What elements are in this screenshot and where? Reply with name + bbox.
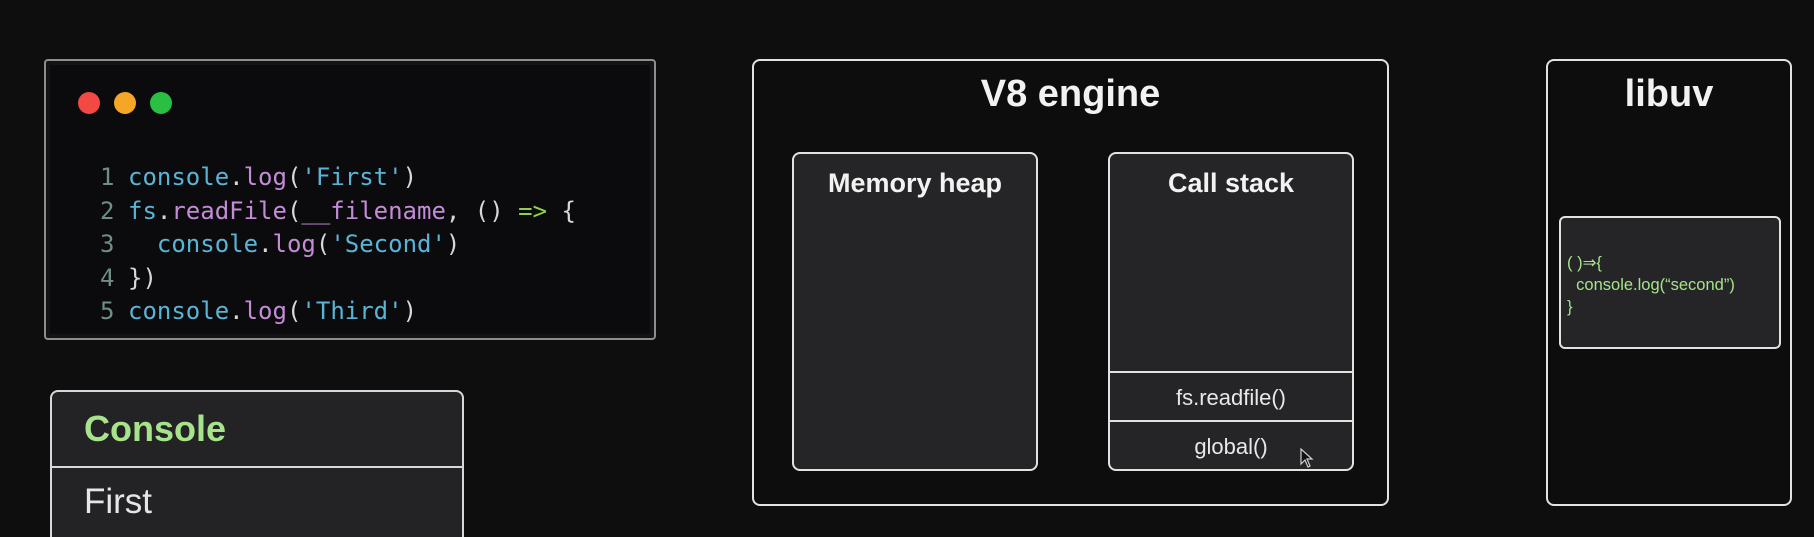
- code-token: ): [445, 230, 461, 258]
- mouse-pointer-icon: [1300, 448, 1314, 468]
- code-token: fs: [128, 196, 157, 225]
- code-line: 4}): [100, 262, 576, 296]
- line-number: 1: [100, 163, 115, 191]
- code-token: __filename: [301, 196, 446, 225]
- code-token: , (): [445, 196, 519, 225]
- call-stack-frames: fs.readfile() global(): [1110, 371, 1352, 469]
- line-number: 2: [100, 196, 115, 225]
- callback-box: ( )⇒{ console.log(“second”) }: [1559, 216, 1781, 349]
- code-token: .: [156, 196, 172, 225]
- call-stack-frame-container: global(): [1110, 420, 1352, 469]
- call-stack-frame: fs.readfile(): [1110, 371, 1352, 420]
- call-stack-box: Call stack fs.readfile() global(): [1108, 152, 1354, 471]
- window-controls: [78, 92, 172, 114]
- window-close-dot: [78, 92, 100, 114]
- code-token: (: [286, 297, 302, 325]
- code-line: 5 console.log('Third'): [100, 295, 576, 329]
- callback-code: ( )⇒{ console.log(“second”) }: [1567, 254, 1735, 316]
- code-token: .: [258, 230, 273, 258]
- code-token: {: [547, 196, 576, 225]
- v8-engine-box: V8 engine Memory heap Call stack fs.read…: [752, 59, 1389, 506]
- code-token: console: [128, 297, 230, 325]
- console-panel: Console First: [50, 390, 464, 537]
- memory-heap-title: Memory heap: [827, 168, 1003, 198]
- code-line: 2 fs.readFile(__filename, () => {: [100, 195, 576, 229]
- call-stack-frame: global(): [1194, 434, 1268, 459]
- code-token: log: [243, 163, 287, 191]
- code-token: ): [402, 297, 418, 325]
- v8-engine-title: V8 engine: [980, 73, 1161, 115]
- code-indent: [128, 230, 157, 258]
- window-maximize-dot: [150, 92, 172, 114]
- call-stack-title: Call stack: [1167, 168, 1295, 198]
- code-token: (: [286, 163, 302, 191]
- code-token: log: [243, 297, 287, 325]
- code-token: =>: [518, 196, 548, 225]
- code-token: console: [128, 163, 230, 191]
- code-token: .: [229, 163, 244, 191]
- code-token: ): [402, 163, 418, 191]
- code-token: console: [156, 230, 259, 258]
- code-token: (: [286, 196, 302, 225]
- libuv-box: libuv ( )⇒{ console.log(“second”) }: [1546, 59, 1792, 506]
- line-number: 4: [100, 263, 115, 292]
- window-minimize-dot: [114, 92, 136, 114]
- line-number: 5: [100, 297, 115, 325]
- console-output-line: First: [84, 482, 153, 521]
- memory-heap-box: Memory heap: [792, 152, 1038, 471]
- code-token: 'First': [301, 163, 403, 191]
- code-token: }): [128, 263, 157, 292]
- code-line: 3 console.log('Second'): [100, 228, 576, 262]
- code-token: (: [315, 230, 331, 258]
- libuv-title: libuv: [1624, 73, 1714, 115]
- code-token: .: [229, 297, 244, 325]
- code-token: readFile: [171, 196, 287, 225]
- code-token: 'Third': [301, 297, 403, 325]
- console-title: Console: [52, 392, 462, 468]
- code-token: log: [272, 230, 316, 258]
- code-token: 'Second': [330, 230, 446, 258]
- line-number: 3: [100, 230, 115, 258]
- code-line: 1 console.log('First'): [100, 161, 576, 195]
